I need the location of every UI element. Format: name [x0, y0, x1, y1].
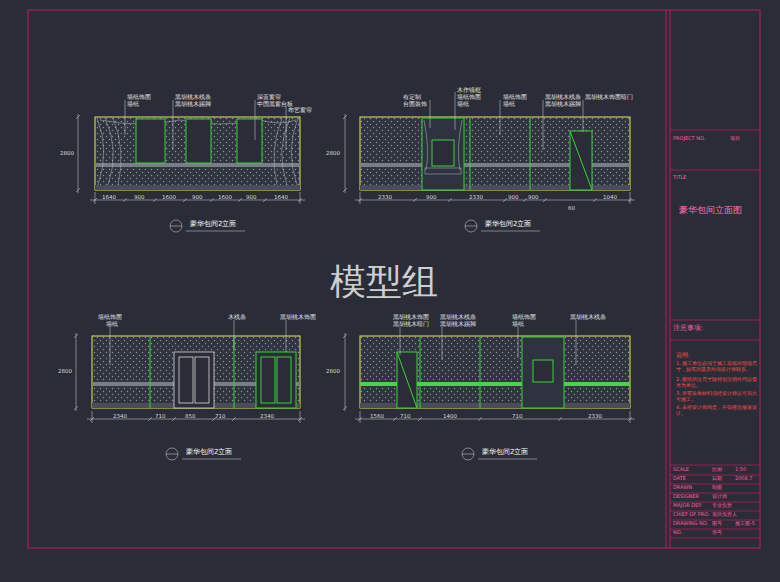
dimension-text: 900	[134, 194, 145, 200]
callout-text: 墙纸	[503, 101, 515, 107]
dimension-text: 2800	[60, 150, 74, 156]
titleblock-text: 制图	[712, 485, 722, 491]
dimension-text: 900	[246, 194, 257, 200]
titleblock-text: DRAWN	[673, 485, 692, 491]
callout-text: 黑胡桃木踢脚	[440, 321, 476, 327]
titleblock-text: 专业负责	[712, 503, 732, 509]
elevation-title: 豪华包间2立面	[190, 221, 236, 229]
titleblock-text: DRAWING NO.	[673, 521, 708, 527]
dimension-text: 60	[568, 205, 575, 211]
titleblock-text: TITLE	[673, 175, 687, 181]
titleblock-text: CHIEF OF PRO.	[673, 512, 710, 518]
dimension-text: 900	[528, 194, 539, 200]
dimension-text: 1560	[370, 413, 384, 419]
callout-text: 墙纸	[127, 101, 139, 107]
dimension-text: 2340	[113, 413, 127, 419]
dimension-text: 850	[185, 413, 196, 419]
callout-text: 台面装饰	[403, 101, 427, 107]
titleblock-text: PROJECT NO.	[673, 136, 705, 142]
dimension-text: 2330	[469, 194, 483, 200]
note-text: 2. 图纸所注尺寸除特别注明外均以毫米为单位。	[676, 377, 760, 388]
callout-text: 墙纸饰面	[457, 94, 481, 100]
dimension-text: 1040	[603, 194, 617, 200]
titleblock-text: 日期	[712, 476, 722, 482]
dimension-text: 900	[426, 194, 437, 200]
callout-text: 布艺窗帘	[288, 107, 312, 113]
dimension-text: 2800	[326, 368, 340, 374]
watermark: 模型组	[330, 262, 438, 302]
callout-text: 墙纸饰面	[127, 94, 151, 100]
dimension-text: 2340	[260, 413, 274, 419]
titleblock-text: 项目	[730, 136, 740, 142]
callout-text: 黑胡桃木饰面	[393, 314, 429, 320]
callout-text: 墙纸	[512, 321, 524, 327]
callout-text: 中国黑窗台板	[257, 101, 293, 107]
titleblock-text: NO.	[673, 530, 682, 536]
callout-text: 黑胡桃木饰面	[280, 314, 316, 320]
titleblock-text: 施工图-5	[735, 521, 755, 527]
callout-text: 墙纸饰面	[503, 94, 527, 100]
titleblock-text: MAJOR DEP.	[673, 503, 702, 509]
note-text: 4. 未经设计师同意，不得擅自修改设计。	[676, 405, 760, 416]
callout-text: 墙纸饰面	[98, 314, 122, 320]
titleblock-text: SCALE	[673, 467, 689, 473]
dimension-text: 2800	[58, 368, 72, 374]
titleblock-text: 图号	[712, 521, 722, 527]
callout-text: 墙纸	[457, 101, 469, 107]
titleblock-text: 序号	[712, 530, 722, 536]
elevation-title: 豪华包间2立面	[186, 449, 232, 457]
dimension-text: 710	[400, 413, 411, 419]
callout-text: 黑胡桃木线条	[440, 314, 476, 320]
titleblock-text: 2008.7	[735, 476, 753, 482]
titleblock-text: 设计师	[712, 494, 727, 500]
titleblock-text: DATE	[673, 476, 686, 482]
elevation-title: 豪华包间2立面	[485, 221, 531, 229]
callout-text: 墙纸	[106, 321, 118, 327]
callout-text: 有定制	[403, 94, 421, 100]
dimension-text: 1600	[162, 194, 176, 200]
dimension-text: 900	[508, 194, 519, 200]
note-text: 3. 所有装饰材料须经设计师认可后方可施工。	[676, 391, 760, 402]
dimension-text: 1600	[218, 194, 232, 200]
callout-text: 深蓝窗帘	[257, 94, 281, 100]
titleblock-text: 1:50	[735, 467, 746, 473]
dimension-text: 710	[215, 413, 226, 419]
drawing-title: 豪华包间立面图	[679, 206, 742, 216]
callout-text: 黑胡桃木踢脚	[545, 101, 581, 107]
callout-text: 木作镜框	[457, 87, 481, 93]
dimension-text: 1640	[274, 194, 288, 200]
callout-text: 黑胡桃木线条	[545, 94, 581, 100]
callout-text: 黑胡桃木线条	[175, 94, 211, 100]
dimension-text: 1640	[102, 194, 116, 200]
dimension-text: 900	[192, 194, 203, 200]
callout-text: 木线条	[228, 314, 246, 320]
dimension-text: 2330	[588, 413, 602, 419]
callout-text: 墙纸饰面	[512, 314, 536, 320]
note-text: 说明:	[676, 352, 690, 358]
dimension-text: 2330	[378, 194, 392, 200]
note-text: 1. 施工单位必须于施工前核对现场尺寸，如有问题及时与设计师联系。	[676, 361, 760, 372]
callout-text: 黑胡桃木暗门	[393, 321, 429, 327]
titleblock-text: 项目负责人	[712, 512, 737, 518]
titleblock-text: DESIGNER	[673, 494, 699, 500]
titleblock-text: 比例	[712, 467, 722, 473]
dimension-text: 1400	[443, 413, 457, 419]
callout-text: 黑胡桃木饰面暗门	[585, 94, 633, 100]
dimension-text: 2800	[326, 150, 340, 156]
callout-text: 黑胡桃木踢脚	[175, 101, 211, 107]
elevation-title: 豪华包间2立面	[482, 449, 528, 457]
titleblock-heading: 注意事项:	[673, 325, 703, 333]
callout-text: 黑胡桃木线条	[570, 314, 606, 320]
dimension-text: 710	[512, 413, 523, 419]
dimension-text: 710	[155, 413, 166, 419]
